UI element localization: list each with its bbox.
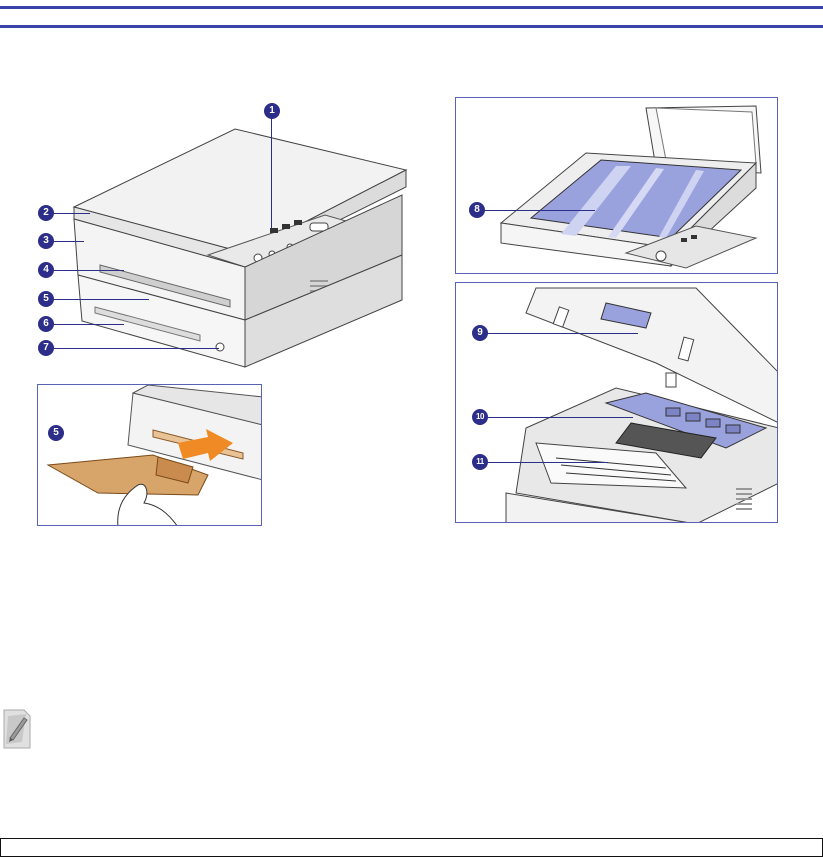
callout-11-leader <box>488 462 608 463</box>
callout-3-leader <box>54 241 84 242</box>
callout-7: 7 <box>38 340 54 356</box>
callout-4: 4 <box>38 262 54 278</box>
callout-2: 2 <box>38 205 54 221</box>
output-support-inset: 5 <box>37 384 262 526</box>
scanner-glass-view: 8 <box>455 97 778 274</box>
callout-10: 10 <box>472 409 488 425</box>
callout-3: 3 <box>38 233 54 249</box>
printer-internal-view: 9 10 11 <box>455 282 778 523</box>
printer-front-view <box>40 95 420 385</box>
callout-9: 9 <box>472 325 488 341</box>
callout-5: 5 <box>38 291 54 307</box>
callout-5-leader <box>54 299 149 300</box>
callout-11: 11 <box>472 454 488 470</box>
callout-4-leader <box>54 270 124 271</box>
callout-2-leader <box>54 213 90 214</box>
callout-6-leader <box>54 324 124 325</box>
note-pencil-icon <box>0 708 32 750</box>
callout-1-leader <box>271 119 272 229</box>
footer-bar <box>0 838 823 857</box>
callout-7-leader <box>54 348 219 349</box>
callout-10-leader <box>488 417 633 418</box>
callout-8-leader <box>485 210 595 211</box>
callout-8: 8 <box>469 202 485 218</box>
callout-6: 6 <box>38 316 54 332</box>
callout-9-leader <box>488 333 638 334</box>
callout-1: 1 <box>264 103 280 119</box>
callout-5-inset: 5 <box>48 425 64 441</box>
header-rule <box>0 6 823 28</box>
